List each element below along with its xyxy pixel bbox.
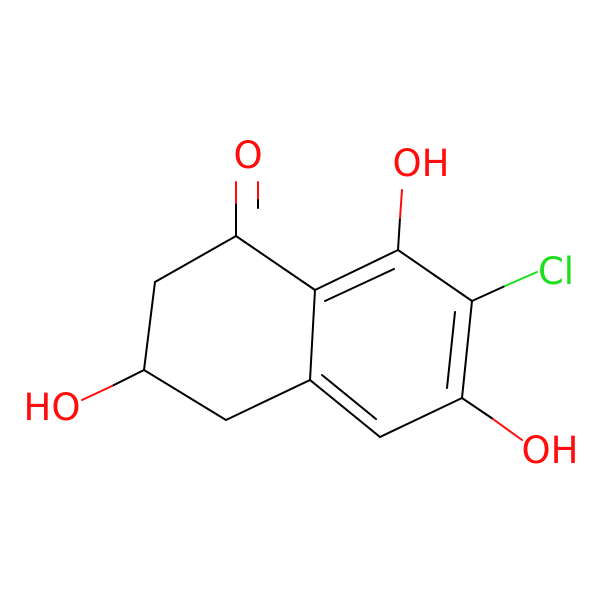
chlorine-label: Cl bbox=[538, 250, 574, 293]
right-hydroxyl-label: OH bbox=[522, 429, 579, 472]
bond-c8-oh-oxygen bbox=[399, 189, 403, 219]
bond-c7-cl-chlorine bbox=[504, 271, 538, 287]
bond-c5-c4a bbox=[309, 379, 381, 438]
carbonyl-oxygen-label: O bbox=[233, 134, 262, 177]
bond-c8a-c8 bbox=[314, 249, 399, 291]
bond-c7-cl-carbon bbox=[471, 285, 506, 302]
bond-c7-c6-inner bbox=[446, 311, 456, 389]
bond-c8-c7 bbox=[397, 249, 473, 302]
bond-c5-c4a-inner bbox=[321, 374, 377, 420]
bond-c1-c8a bbox=[235, 235, 316, 291]
bond-c3-c4 bbox=[143, 369, 227, 421]
bond-c2-c3 bbox=[143, 281, 156, 371]
bond-c4a-c8a bbox=[309, 289, 316, 381]
bond-c3-oh-carbon bbox=[111, 369, 145, 387]
left-hydroxyl-label: HO bbox=[24, 386, 81, 429]
bond-c8a-c8-inner bbox=[324, 268, 395, 302]
bond-c4-c4a bbox=[225, 379, 311, 421]
bond-c6-oh-oxygen bbox=[492, 418, 523, 441]
bond-c7-c6 bbox=[461, 300, 473, 399]
bond-c1-c2 bbox=[154, 235, 237, 283]
bond-c6-oh-carbon bbox=[461, 397, 494, 420]
top-hydroxyl-label: OH bbox=[393, 142, 450, 185]
bond-c8-oh-carbon bbox=[397, 217, 401, 251]
bond-c6-c5 bbox=[379, 397, 463, 438]
bond-c3-oh-oxygen bbox=[81, 385, 113, 401]
